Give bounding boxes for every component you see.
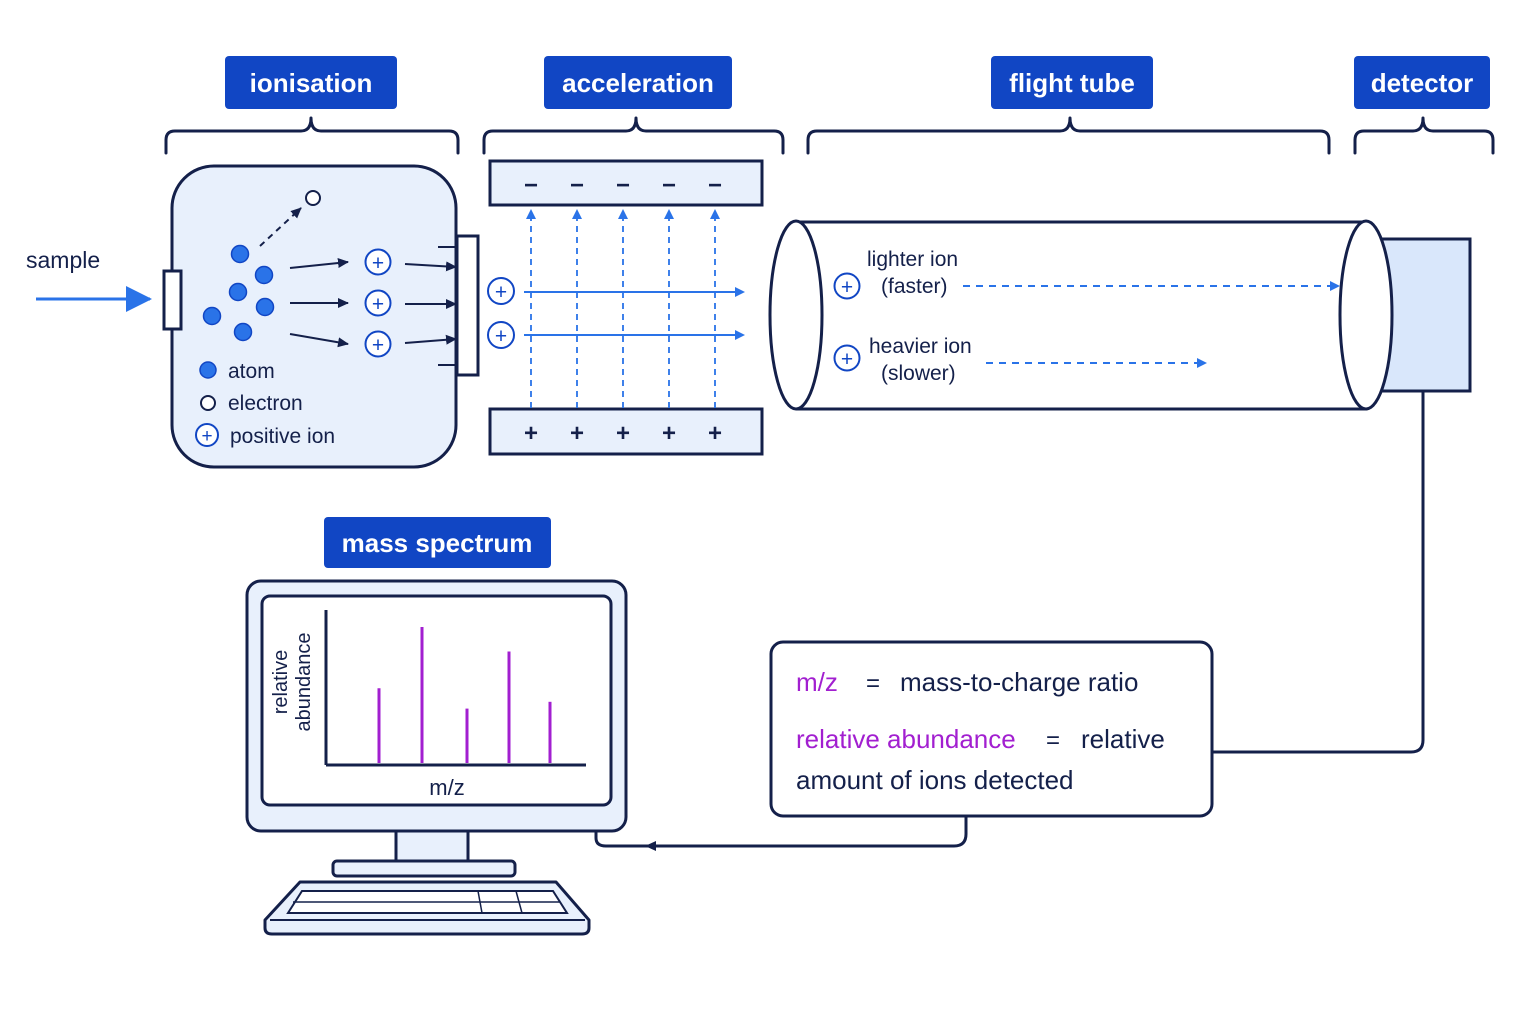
flight-tube-end xyxy=(1338,219,1394,411)
keyboard xyxy=(263,880,591,936)
key-ra-definition-line2: amount of ions detected xyxy=(796,765,1074,795)
ion-symbol: + xyxy=(372,252,384,275)
atom-cluster xyxy=(202,244,275,342)
stage-label-mass-spectrum: mass spectrum xyxy=(324,517,551,568)
negative-sign: − xyxy=(570,172,584,199)
positive-ion: + xyxy=(364,330,392,358)
ion-symbol: + xyxy=(372,293,384,316)
computer-connector-line xyxy=(594,830,646,848)
ion-symbol: + xyxy=(372,334,384,357)
stage-label-flight-tube: flight tube xyxy=(991,56,1153,109)
mass-spectrum-chart: m/z relative abundance xyxy=(270,610,586,800)
legend-positive-ion-icon: + xyxy=(195,423,219,447)
spectrum-y-label-line1: relative xyxy=(270,650,292,714)
sample-inlet-port xyxy=(162,269,183,331)
heavier-ion-speed: (slower) xyxy=(881,362,956,385)
stage-label-acceleration: acceleration xyxy=(544,56,732,109)
key-relative-abundance-term: relative abundance xyxy=(796,724,1016,754)
positive-sign: + xyxy=(708,420,722,447)
negative-sign: − xyxy=(524,172,538,199)
negative-plate xyxy=(488,159,764,207)
positive-sign: + xyxy=(570,420,584,447)
legend-electron-label: electron xyxy=(228,392,303,415)
ion-symbol: + xyxy=(841,276,853,299)
key-to-computer-arrow xyxy=(645,816,968,851)
negative-sign: − xyxy=(616,172,630,199)
key-mz-term: m/z xyxy=(796,667,838,697)
ion-symbol: + xyxy=(841,348,853,371)
lighter-ion-speed: (faster) xyxy=(881,275,948,298)
stage-label-text: flight tube xyxy=(1009,68,1135,98)
positive-plate xyxy=(488,407,764,456)
negative-sign: − xyxy=(662,172,676,199)
positive-sign: + xyxy=(524,420,538,447)
electric-field-lines xyxy=(526,209,720,408)
sample-label: sample xyxy=(26,247,100,273)
electron-ejection-arrow xyxy=(259,207,302,247)
legend-atom-icon xyxy=(199,361,217,379)
key-ra-definition-line1: relative xyxy=(1081,724,1165,754)
negative-sign: − xyxy=(708,172,722,199)
ejected-electron xyxy=(305,190,321,206)
brace-detector xyxy=(1353,116,1495,155)
accelerated-ion: + xyxy=(487,321,515,349)
key-ra-equals: = xyxy=(1046,727,1060,754)
positive-ion: + xyxy=(364,289,392,317)
spectrum-peaks xyxy=(377,627,552,763)
positive-sign: + xyxy=(662,420,676,447)
spectrum-x-label: m/z xyxy=(429,775,464,800)
stage-label-text: ionisation xyxy=(250,68,373,98)
key-box xyxy=(769,640,1214,818)
key-mz-equals: = xyxy=(866,670,880,697)
ion-symbol: + xyxy=(201,426,212,447)
detector-to-key-line xyxy=(1212,392,1425,754)
brace-ionisation xyxy=(164,116,460,155)
monitor-base xyxy=(331,859,517,878)
monitor-stand xyxy=(394,829,470,865)
stage-label-ionisation: ionisation xyxy=(225,56,397,109)
key-mz-definition: mass-to-charge ratio xyxy=(900,667,1138,697)
ion-symbol: + xyxy=(495,281,507,304)
stage-label-text: acceleration xyxy=(562,68,714,98)
spectrum-y-label-line2: abundance xyxy=(293,633,315,732)
monitor-screen xyxy=(260,594,613,807)
brace-flight-tube xyxy=(806,116,1331,155)
legend-atom-label: atom xyxy=(228,360,275,383)
brace-acceleration xyxy=(482,116,785,155)
ion-symbol: + xyxy=(495,325,507,348)
flight-tube xyxy=(768,219,1368,411)
stage-label-text: mass spectrum xyxy=(342,528,533,558)
lighter-ion: + xyxy=(833,272,861,300)
heavier-ion: + xyxy=(833,344,861,372)
legend: atom electron + positive ion xyxy=(195,360,335,448)
legend-positive-ion-label: positive ion xyxy=(230,425,335,448)
stage-label-detector: detector xyxy=(1354,56,1490,109)
positive-sign: + xyxy=(616,420,630,447)
stage-label-text: detector xyxy=(1371,68,1474,98)
lighter-ion-label: lighter ion xyxy=(867,248,958,271)
legend-electron-icon xyxy=(200,395,216,411)
heavier-ion-label: heavier ion xyxy=(869,335,972,358)
positive-ion: + xyxy=(364,248,392,276)
chamber-outlet-plate xyxy=(455,234,480,377)
accelerated-ion: + xyxy=(487,277,515,305)
